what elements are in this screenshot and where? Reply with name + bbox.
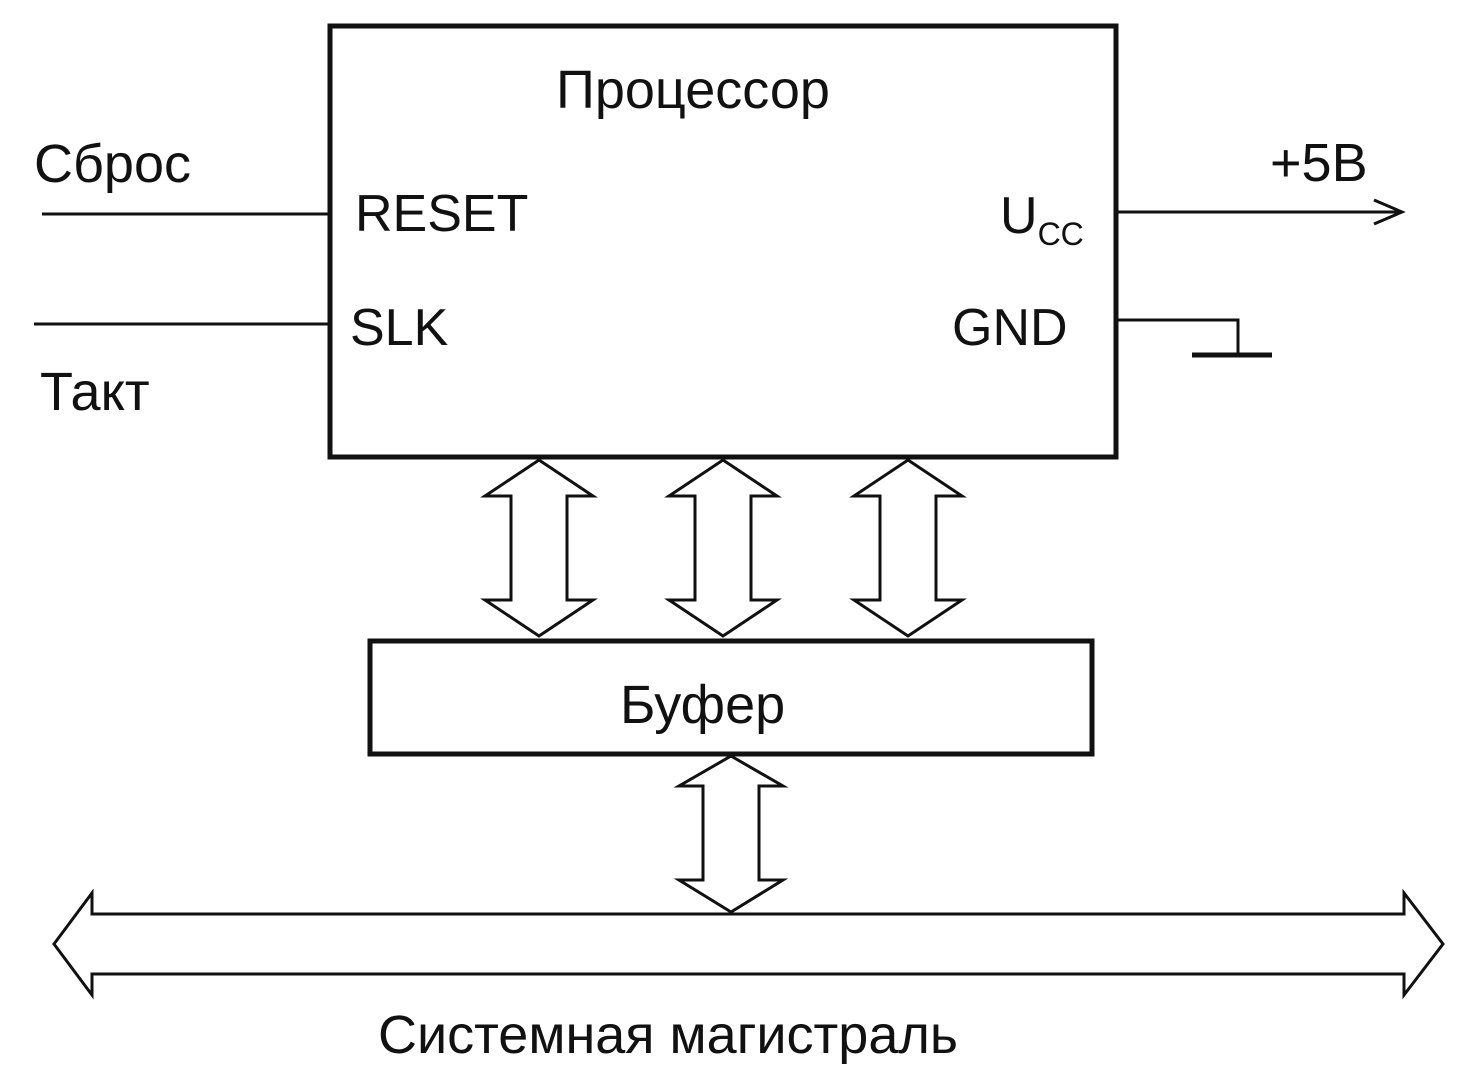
reset-signal-label: Сброс [34, 134, 191, 194]
processor-title: Процессор [556, 60, 830, 120]
buffer-block [367, 638, 1095, 757]
clock-pin-label: SLK [350, 299, 449, 357]
system-bus-arrow [52, 888, 1445, 1000]
buffer-bus-arrow [673, 754, 789, 914]
power-output-arrow [1116, 198, 1406, 226]
processor-block [327, 23, 1119, 460]
power-pin-subscript: CC [1037, 216, 1084, 252]
bus-arrow-center [664, 458, 782, 638]
power-supply-label: +5B [1270, 133, 1368, 193]
ground-pin-label: GND [952, 299, 1068, 357]
reset-pin-label: RESET [355, 185, 529, 243]
clock-signal-label: Такт [40, 362, 150, 422]
power-pin-label: UCC [1000, 187, 1084, 250]
ground-symbol [1116, 318, 1272, 358]
bus-arrow-left [480, 458, 598, 638]
system-bus-title: Системная магистраль [378, 1005, 958, 1065]
buffer-title: Буфер [620, 675, 786, 735]
bus-arrow-right [849, 458, 967, 638]
power-pin-main: U [1000, 187, 1038, 245]
